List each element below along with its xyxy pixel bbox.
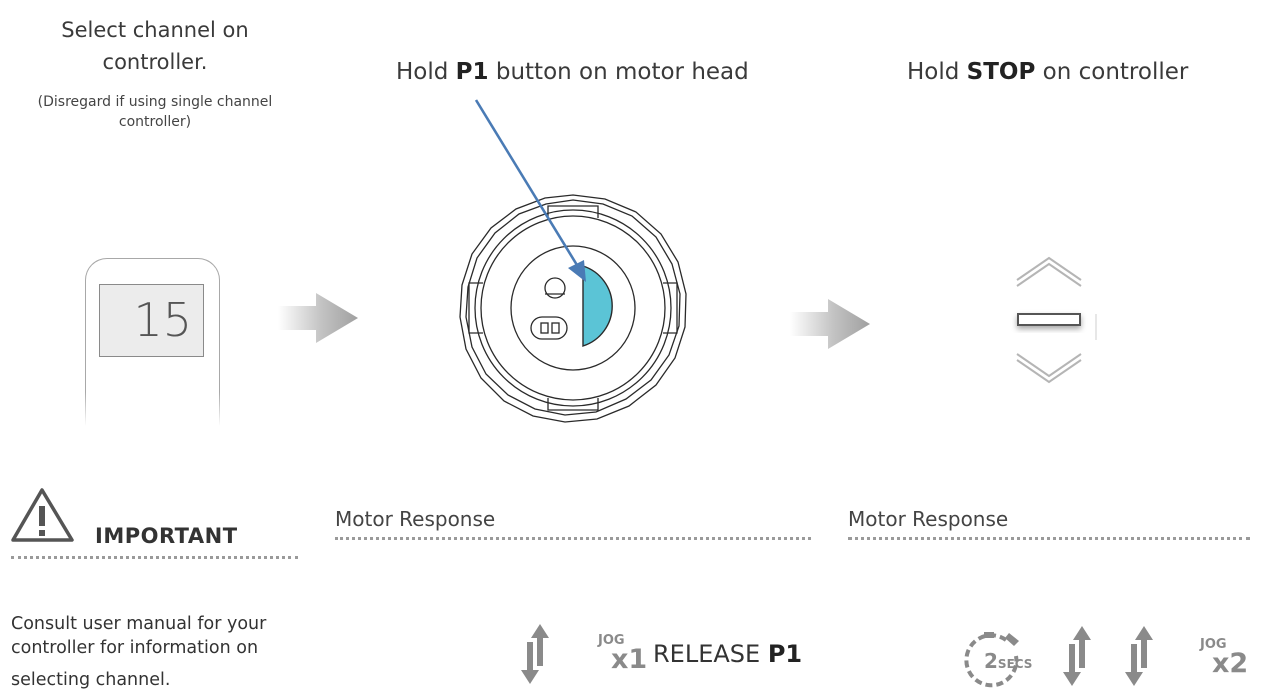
important-text-line1: Consult user manual for your bbox=[11, 614, 267, 634]
motor-head-outer-ring-2 bbox=[465, 199, 681, 416]
important-text: Consult user manual for your controller … bbox=[11, 612, 311, 700]
step1-title-line2: controller. bbox=[102, 50, 208, 74]
down-chevron-icon bbox=[1016, 353, 1082, 384]
step3-title-bold: STOP bbox=[966, 59, 1036, 85]
remote-controller-illustration bbox=[85, 258, 220, 429]
next-arrow-icon bbox=[790, 299, 870, 349]
step1-note: (Disregard if using single channel contr… bbox=[20, 92, 290, 132]
important-divider bbox=[11, 556, 298, 559]
important-text-line2: controller for information on bbox=[11, 638, 259, 658]
step2-title-bold: P1 bbox=[455, 59, 489, 85]
motor-response-divider-1 bbox=[335, 537, 811, 540]
motor-head-inner-ring bbox=[510, 245, 636, 371]
pointer-arrow bbox=[474, 99, 586, 282]
motor-head-illustration bbox=[459, 194, 687, 423]
motor-head-connector bbox=[530, 316, 568, 340]
timer-unit: SECS bbox=[997, 657, 1033, 671]
step3-title-pre: Hold bbox=[907, 59, 967, 85]
timer-value: 2 bbox=[984, 649, 998, 673]
important-heading: IMPORTANT bbox=[95, 524, 238, 548]
jog-count-1: x1 bbox=[611, 644, 648, 675]
p1-button bbox=[582, 265, 613, 347]
stop-button bbox=[1017, 313, 1081, 326]
motor-response-label-2: Motor Response bbox=[848, 507, 1009, 531]
motor-response-divider-2 bbox=[848, 537, 1250, 540]
release-pre: RELEASE bbox=[653, 640, 768, 668]
up-down-jog-icon bbox=[1125, 626, 1153, 686]
next-arrow-icon bbox=[278, 293, 358, 343]
step1-note-line2: controller) bbox=[118, 114, 192, 130]
jog-label-2: JOG bbox=[1200, 637, 1227, 652]
step3-title: Hold STOP on controller bbox=[907, 59, 1188, 85]
step1-note-line1: (Disregard if using single channel bbox=[37, 94, 273, 110]
step1-title-line1: Select channel on bbox=[61, 18, 249, 42]
controller-buttons-illustration bbox=[1016, 256, 1097, 384]
remote-screen bbox=[99, 284, 204, 357]
important-text-line3: selecting channel. bbox=[11, 670, 171, 690]
step2-title-pre: Hold bbox=[396, 59, 456, 85]
step3-title-post: on controller bbox=[1035, 59, 1189, 85]
up-chevron-icon bbox=[1016, 256, 1082, 287]
up-down-jog-icon bbox=[521, 624, 549, 684]
channel-number: 15 bbox=[133, 293, 192, 347]
motor-response-label-1: Motor Response bbox=[335, 507, 496, 531]
step2-title: Hold P1 button on motor head bbox=[396, 59, 749, 85]
remote-fade bbox=[80, 392, 225, 432]
warning-icon bbox=[11, 488, 74, 542]
release-p1-instruction: RELEASE P1 bbox=[653, 640, 802, 668]
timer-label: 2SECS bbox=[984, 649, 1032, 673]
stopwatch-icon bbox=[964, 632, 1019, 688]
motor-head-led bbox=[544, 277, 566, 299]
jog-label-1: JOG bbox=[598, 633, 625, 648]
step2-title-post: button on motor head bbox=[488, 59, 749, 85]
up-down-jog-icon bbox=[1063, 626, 1091, 686]
jog-count-2: x2 bbox=[1212, 648, 1249, 679]
step1-title: Select channel on controller. bbox=[40, 14, 270, 78]
motor-head-outer-ring bbox=[459, 194, 687, 423]
release-bold: P1 bbox=[767, 640, 803, 668]
